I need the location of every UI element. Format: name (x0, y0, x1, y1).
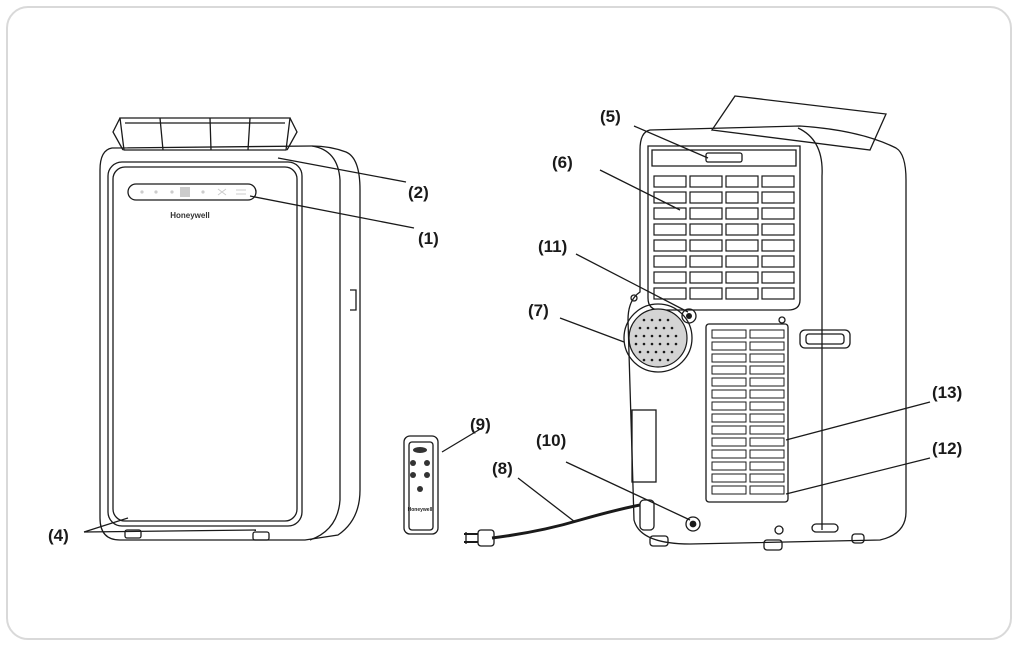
back-unit (623, 95, 907, 551)
back-casters (649, 533, 865, 551)
callout-8: (8) (492, 459, 513, 478)
caster-front-right (252, 531, 270, 541)
back-body (627, 125, 907, 545)
callout-labels: (2) (1) (4) (5) (6) (11) (7) (9) (10) (8… (48, 107, 962, 545)
callout-12: (12) (932, 439, 962, 458)
upper-air-inlet-grille (647, 145, 801, 311)
side-handle (799, 329, 851, 349)
callout-10: (10) (536, 431, 566, 450)
exhaust-slot (705, 152, 743, 163)
callout-9: (9) (470, 415, 491, 434)
callout-6: (6) (552, 153, 573, 172)
callout-11: (11) (538, 237, 567, 256)
drain-port (685, 516, 701, 532)
front-body (99, 145, 361, 541)
lower-air-inlet-grille (705, 323, 789, 503)
leader-lines (83, 125, 931, 533)
callout-7: (7) (528, 301, 549, 320)
power-cord (464, 503, 641, 547)
callout-1: (1) (418, 229, 439, 248)
upper-grille-slats (653, 175, 795, 300)
control-panel (127, 183, 257, 201)
callout-4: (4) (48, 526, 69, 545)
front-panel (107, 161, 303, 527)
brand-logo-remote: Honeywell (408, 507, 433, 513)
remote-control: Honeywell (403, 435, 439, 535)
brand-logo-front: Honeywell (170, 211, 210, 220)
exhaust-vent (623, 303, 693, 373)
callout-2: (2) (408, 183, 429, 202)
front-unit: Honeywell (99, 117, 361, 541)
callout-5: (5) (600, 107, 621, 126)
top-window-panel (112, 117, 298, 151)
caster-front-left (124, 529, 142, 539)
callout-13: (13) (932, 383, 962, 402)
